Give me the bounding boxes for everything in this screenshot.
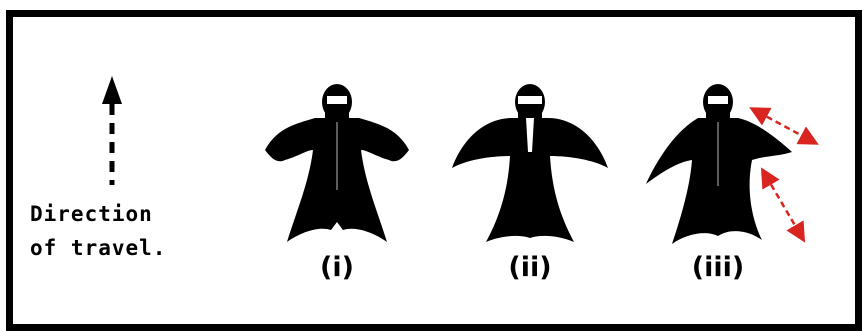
- direction-label-line1: Direction: [30, 202, 230, 226]
- wingsuit-flyer-icon: [452, 84, 608, 242]
- figure-label-i: (i): [277, 252, 397, 283]
- double-headed-arrow-icon: [766, 176, 800, 234]
- wingsuit-flyer-icon: [646, 84, 792, 244]
- direction-label-line2: of travel.: [30, 236, 230, 260]
- figure-label-ii: (ii): [470, 252, 590, 283]
- direction-arrow-icon: [102, 76, 122, 185]
- figure-label-iii: (iii): [658, 252, 778, 283]
- wingsuit-flyer-icon: [265, 84, 409, 242]
